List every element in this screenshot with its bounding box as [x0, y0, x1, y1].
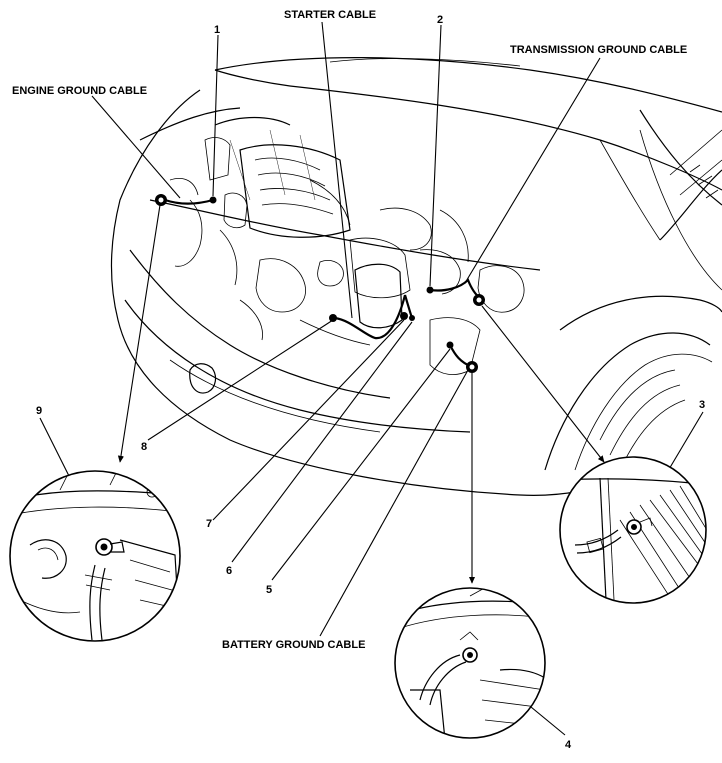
- engine-ground-bolt-engine: [209, 196, 217, 204]
- hood-side: [599, 139, 661, 241]
- front-bumper-outline: [110, 89, 631, 496]
- engine-part-b: [223, 192, 248, 229]
- leader-lines: [39, 21, 704, 736]
- detail-view-transmission-ground: [559, 456, 707, 604]
- cowl-vents: [689, 164, 719, 199]
- text-labels: STARTER CABLE ENGINE GROUND CABLE TRANSM…: [12, 9, 705, 751]
- callout-1: 1: [214, 24, 220, 36]
- car-body: [110, 57, 722, 496]
- bolt-4-center: [467, 652, 473, 658]
- tire-tread-2: [609, 384, 681, 456]
- fuse-box: [349, 237, 411, 299]
- manifold-ribs: [254, 157, 334, 215]
- label-battery-ground-cable: BATTERY GROUND CABLE: [222, 639, 365, 651]
- callout-8: 8: [141, 441, 147, 453]
- pulley-small: [317, 260, 344, 287]
- tire-tread-1: [599, 369, 676, 441]
- hose-h: [439, 209, 469, 263]
- transmission-ground-bolt-body-center: [476, 297, 482, 303]
- left-fender-top: [139, 107, 241, 141]
- arrow-to-detail-left: [117, 204, 161, 463]
- engine-part-a: [204, 137, 231, 181]
- starter-terminal-c: [409, 315, 415, 321]
- engine-shading: [229, 129, 316, 201]
- intake-manifold: [239, 144, 351, 238]
- fog-light: [189, 363, 217, 394]
- callout-6: 6: [226, 565, 232, 577]
- starter-terminal-b: [400, 312, 408, 320]
- hood-top-edge: [214, 57, 722, 113]
- engine-ground-bolt-body-center: [158, 197, 164, 203]
- hose-g: [309, 179, 351, 226]
- battery-ground-terminal: [446, 341, 454, 349]
- detail-view-engine-ground: [9, 470, 181, 642]
- right-door-line: [639, 129, 722, 291]
- radiator-support: [149, 199, 541, 271]
- starter-cable-wire: [334, 294, 407, 340]
- label-transmission-ground-cable: TRANSMISSION GROUND CABLE: [510, 44, 687, 56]
- arrow-to-detail-right: [481, 305, 605, 463]
- hose-a: [174, 199, 203, 267]
- leader-1: [212, 34, 219, 197]
- bracket-line: [299, 319, 371, 346]
- right-fender-line: [559, 295, 722, 331]
- label-engine-ground-cable: ENGINE GROUND CABLE: [12, 85, 147, 97]
- callout-4: 4: [565, 739, 572, 751]
- leader-engine-ground-cable: [91, 95, 181, 199]
- callout-7: 7: [206, 518, 212, 530]
- transmission-ground-cable-wire: [429, 278, 481, 299]
- callout-2: 2: [437, 14, 443, 26]
- leader-2: [429, 24, 442, 287]
- engine-cover-top: [214, 116, 291, 126]
- hood-lower-edge: [214, 69, 722, 191]
- leader-6: [231, 321, 413, 563]
- bolt-9-center: [100, 543, 108, 551]
- leader-starter-cable: [321, 21, 353, 319]
- leader-battery-ground-cable: [319, 369, 469, 637]
- wiper-line-2: [679, 159, 722, 196]
- engine-ground-cable-wire: [164, 198, 214, 205]
- battery-box: [354, 263, 403, 329]
- leader-5: [271, 348, 451, 581]
- hood-crease: [329, 58, 521, 67]
- wheel-arch: [544, 332, 711, 471]
- a-pillar: [639, 109, 722, 206]
- hose-f: [169, 178, 199, 196]
- callout-3: 3: [699, 399, 705, 411]
- bumper-crease: [169, 359, 381, 433]
- detail-view-battery-ground: [394, 587, 546, 739]
- battery-ground-bolt-center: [469, 364, 475, 370]
- grille-lower-line: [124, 299, 471, 433]
- leader-7: [212, 319, 405, 521]
- starter-terminal-a: [329, 314, 337, 322]
- leader-8: [147, 319, 334, 441]
- label-starter-cable: STARTER CABLE: [284, 9, 376, 21]
- hose-e: [239, 299, 263, 341]
- hose-b: [379, 207, 432, 251]
- hose-d: [219, 229, 238, 286]
- callout-9: 9: [36, 405, 42, 417]
- windshield-base: [659, 169, 722, 241]
- pulley: [255, 258, 306, 313]
- wiper-line: [669, 129, 722, 176]
- wheel-arch-inner: [574, 353, 713, 471]
- leader-transmission-ground-cable: [464, 57, 601, 284]
- engine-bay: [149, 116, 541, 375]
- transmission-ground-bolt-trans: [426, 286, 434, 294]
- bolt-3-center: [631, 524, 637, 530]
- callout-5: 5: [266, 584, 272, 596]
- reservoir: [477, 265, 525, 313]
- hose-c: [419, 249, 461, 295]
